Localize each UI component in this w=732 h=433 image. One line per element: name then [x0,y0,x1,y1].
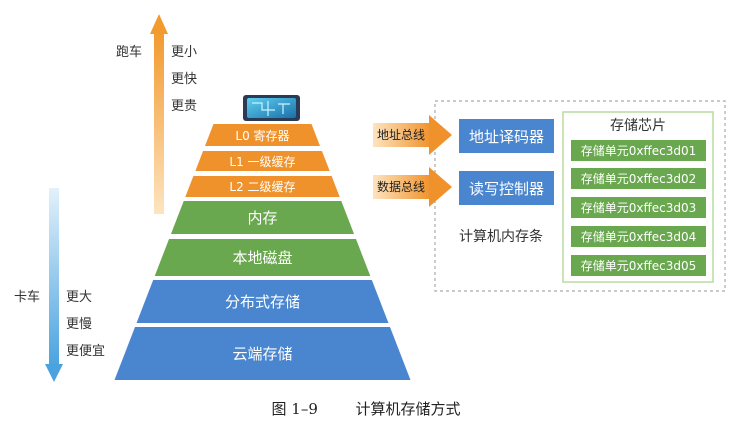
address-bus-label: 地址总线 [377,128,426,142]
trait-smaller: 更小 [171,45,198,60]
sports-car-label: 跑车 [116,45,143,60]
trait-faster: 更快 [171,72,198,87]
storage-cells [571,140,706,276]
pyramid-level-registers [204,124,321,146]
pyramid-level-local-disk-label: 本地磁盘 [232,249,293,267]
pyramid-level-l1-cache [195,151,330,171]
pyramid-level-memory-label: 内存 [247,209,278,227]
pyramid-level-distributed-storage [136,280,389,323]
truck-label: 卡车 [14,290,41,305]
pyramid-level-distributed-storage-label: 分布式存储 [224,293,300,311]
address-decoder-label: 地址译码器 [468,127,544,146]
storage-cell-3 [571,197,706,218]
pyramid-level-l1-cache-label: L1 一级缓存 [229,154,296,169]
storage-cell-1 [571,140,706,161]
faster-arrow [150,14,168,214]
memory-stick-caption: 计算机内存条 [459,229,543,245]
pyramid-level-local-disk [154,239,371,276]
storage-pyramid [114,124,411,380]
trait-slower: 更慢 [66,317,93,332]
address-decoder-box [459,119,554,153]
pyramid-level-l2-cache-label: L2 二级缓存 [229,180,296,194]
storage-cell-label: 存储单元0xffec3d02 [580,172,697,186]
storage-cell-2 [571,168,706,189]
pyramid-level-memory [170,201,355,234]
figure-title: 计算机存储方式 [355,400,461,418]
trait-cheaper: 更便宜 [66,344,106,359]
pyramid-level-cloud-storage-label: 云端存储 [232,345,293,363]
pyramid-level-l2-cache [185,176,340,197]
storage-cell-label: 存储单元0xffec3d03 [580,201,697,215]
address-bus-arrow [373,115,452,155]
rw-controller-label: 读写控制器 [468,179,544,198]
figure-caption: 图 1–9 计算机存储方式 [0,398,732,419]
data-bus-arrow [373,167,452,207]
slower-arrow [45,188,63,382]
pyramid-level-registers-label: L0 寄存器 [235,128,290,143]
data-bus-label: 数据总线 [377,180,426,194]
storage-cell-label: 存储单元0xffec3d04 [580,230,697,244]
storage-cell-4 [571,226,706,247]
rw-controller-box [459,171,554,205]
trait-larger: 更大 [66,290,93,305]
chip-title: 存储芯片 [610,118,666,134]
storage-cell-5 [571,255,706,276]
storage-cell-label: 存储单元0xffec3d01 [580,144,697,158]
trait-more-expensive: 更贵 [171,99,198,114]
pyramid-level-cloud-storage [114,327,411,380]
figure-number: 图 1–9 [271,400,318,418]
cpu-chip-icon [243,95,300,121]
storage-cell-label: 存储单元0xffec3d05 [580,259,697,273]
